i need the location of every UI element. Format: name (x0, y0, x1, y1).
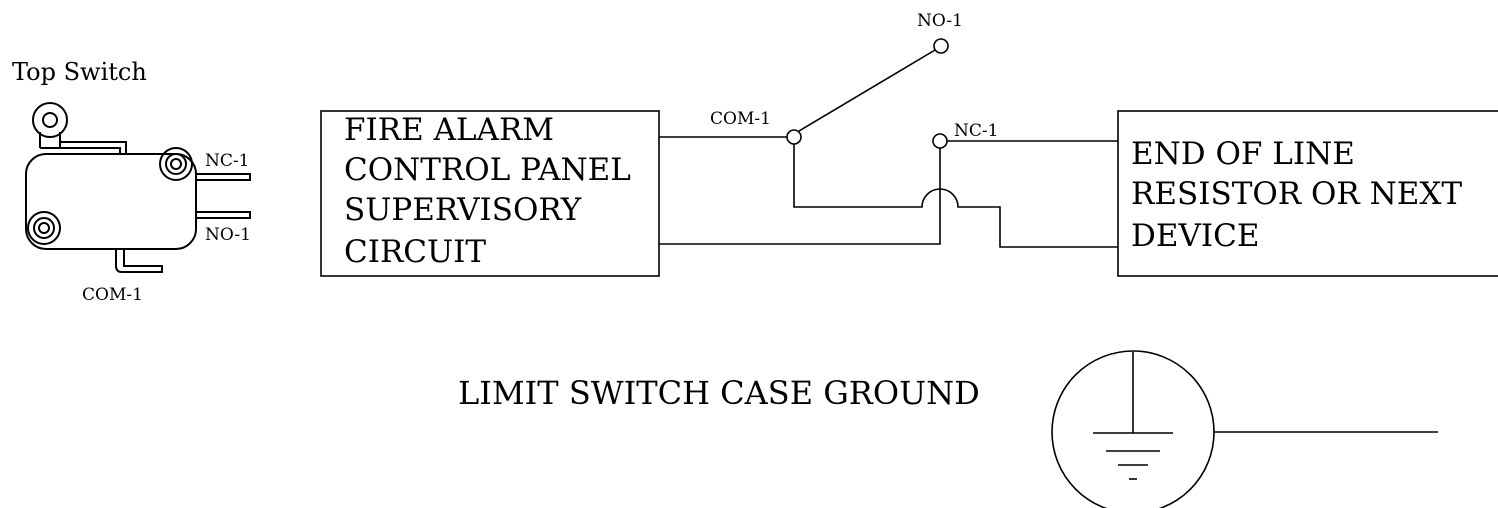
control-panel-line-3: SUPERVISORY (344, 192, 582, 228)
control-panel-line-1: FIRE ALARM (344, 112, 554, 148)
switch-body (25, 153, 197, 250)
switch-blade (798, 49, 936, 132)
mounting-hole-bottom-left (27, 211, 61, 245)
control-panel-box: FIRE ALARM CONTROL PANEL SUPERVISORY CIR… (320, 110, 660, 277)
mounting-hole-top-right (159, 147, 193, 181)
ground-symbol-icon (1093, 352, 1173, 480)
crossover-wire (793, 144, 1118, 248)
no-terminal (196, 211, 251, 219)
schematic-wiring: COM-1 NO-1 NC-1 (659, 11, 1118, 248)
schematic-no-label: NO-1 (917, 11, 963, 31)
ground-label: LIMIT SWITCH CASE GROUND (458, 374, 980, 412)
return-wire (659, 148, 941, 245)
control-panel-line-4: CIRCUIT (344, 234, 486, 270)
top-switch-title: Top Switch (12, 58, 147, 86)
roller-actuator (32, 102, 68, 149)
com-terminal-label: COM-1 (82, 285, 143, 305)
end-device-line-3: DEVICE (1131, 218, 1259, 254)
no-terminal-label: NO-1 (205, 225, 251, 245)
com-terminal-circle (786, 129, 802, 145)
nc-terminal-circle (932, 133, 948, 149)
schematic-com-label: COM-1 (710, 109, 771, 129)
nc-terminal-label: NC-1 (205, 151, 249, 171)
ground-section: LIMIT SWITCH CASE GROUND (458, 350, 1438, 508)
no-terminal-circle (933, 38, 949, 54)
end-device-line-1: END OF LINE (1131, 136, 1355, 172)
end-device-line-2: RESISTOR OR NEXT (1131, 176, 1462, 212)
com-terminal (115, 248, 163, 273)
schematic-nc-label: NC-1 (954, 121, 998, 141)
microswitch-illustration: Top Switch NC-1 NO-1 COM-1 (12, 58, 251, 305)
end-device-box: END OF LINE RESISTOR OR NEXT DEVICE (1117, 110, 1498, 277)
control-panel-line-2: CONTROL PANEL (344, 152, 631, 188)
nc-terminal (196, 173, 251, 181)
lever-arm (60, 141, 127, 154)
